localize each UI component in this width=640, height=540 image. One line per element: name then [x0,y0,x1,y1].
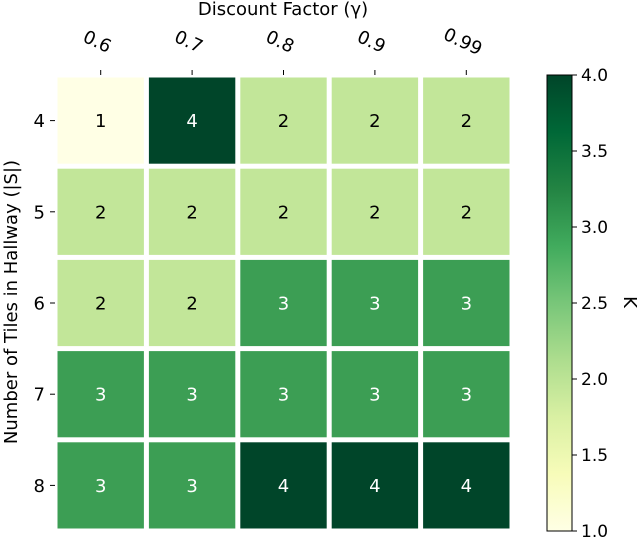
cell-value-label: 3 [369,294,380,315]
cell-value-label: 1 [95,111,106,132]
heatmap-cell [57,259,144,347]
heatmap-cell [331,168,419,255]
heatmap-cell [423,259,510,347]
cell-value-label: 3 [278,294,289,315]
heatmap-cell [148,259,236,347]
heatmap-cell [240,442,327,529]
cell-value-label: 4 [278,476,289,497]
x-tick-label: 0.99 [440,24,485,60]
heatmap-cell [57,351,144,438]
heatmap-cells: 1 4 2 2 2 2 2 2 2 2 2 2 3 3 3 3 3 3 3 3 3 3 4 4 4 [57,77,510,529]
cell-value-label: 4 [369,476,380,497]
heatmap-cell [240,168,327,255]
colorbar-gradient [546,74,573,532]
cell-value-label: 3 [278,385,289,406]
heatmap-cell [148,442,236,529]
y-tick-label: 6 [34,294,45,315]
cell-value-label: 3 [461,385,472,406]
cell-value-label: 3 [369,385,380,406]
y-tick-label: 7 [34,385,45,406]
y-tick-label: 8 [34,476,45,497]
cell-value-label: 2 [461,111,472,132]
cell-value-label: 3 [461,294,472,315]
colorbar-tick-label: 3.0 [581,218,608,238]
colorbar-tick-label: 1.0 [581,522,608,540]
x-tick-label: 0.9 [354,26,389,57]
cell-value-label: 3 [95,385,106,406]
x-axis-title: Discount Factor (γ) [198,0,368,20]
heatmap-cell [240,351,327,438]
heatmap-cell [423,351,510,438]
cell-value-label: 2 [369,202,380,223]
cell-value-label: 2 [95,202,106,223]
heatmap-cell [57,168,144,255]
heatmap-cell [148,77,236,164]
colorbar-tick-label: 1.5 [581,446,608,466]
colorbar-tick-label: 2.5 [581,294,608,314]
heatmap-cell [423,77,510,164]
x-axis: 0.6 0.7 0.8 0.9 0.99 [80,24,485,75]
heatmap-cell [57,442,144,529]
heatmap-cell [331,442,419,529]
cell-value-label: 3 [186,385,197,406]
cell-value-label: 3 [186,476,197,497]
cell-value-label: 4 [461,476,472,497]
heatmap-cell [148,168,236,255]
cell-value-label: 2 [186,202,197,223]
cell-value-label: 4 [186,111,197,132]
cell-value-label: 2 [278,111,289,132]
colorbar-tick-label: 3.5 [581,142,608,162]
x-tick-label: 0.7 [171,26,206,57]
x-tick-label: 0.8 [262,26,297,57]
heatmap-cell [148,351,236,438]
cell-value-label: 2 [95,294,106,315]
heatmap-cell [331,259,419,347]
colorbar: 1.0 1.5 2.0 2.5 3.0 3.5 4.0 [546,66,608,540]
cell-value-label: 2 [278,202,289,223]
colorbar-tick-label: 2.0 [581,370,608,390]
cell-value-label: 3 [95,476,106,497]
heatmap-cell [240,259,327,347]
y-tick-label: 5 [34,202,45,223]
colorbar-tick-label: 4.0 [581,66,608,86]
y-axis-title: Number of Tiles in Hallway (|S|) [1,160,22,444]
heatmap-cell [423,168,510,255]
cell-value-label: 2 [186,294,197,315]
y-axis: 4 5 6 7 8 [34,111,55,497]
heatmap-cell [57,77,144,164]
heatmap-cell [331,351,419,438]
y-tick-label: 4 [34,111,45,132]
cell-value-label: 2 [461,202,472,223]
colorbar-label: K [619,296,640,309]
heatmap-cell [423,442,510,529]
cell-value-label: 2 [369,111,380,132]
heatmap-cell [240,77,327,164]
x-tick-label: 0.6 [80,26,115,57]
heatmap-cell [331,77,419,164]
